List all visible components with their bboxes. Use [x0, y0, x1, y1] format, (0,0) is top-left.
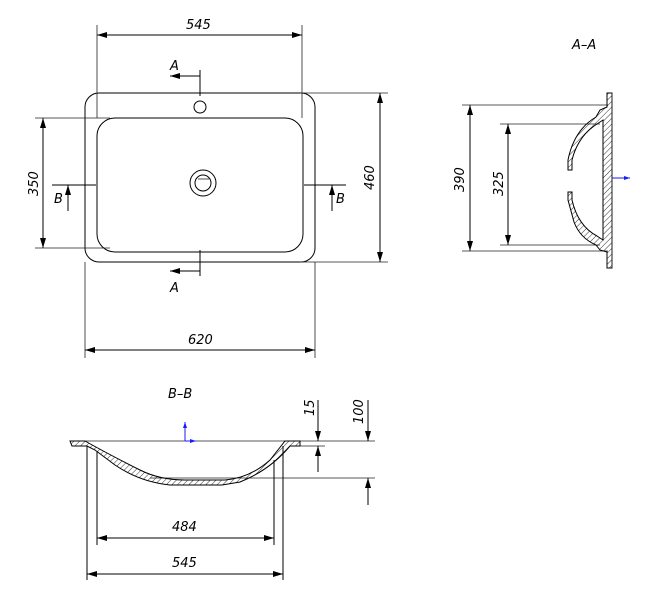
- dim-100: 100: [352, 399, 367, 424]
- dim-15: 15: [303, 399, 318, 416]
- top-view: 545 620 460 350 A A B B: [27, 18, 388, 358]
- dim-460: 460: [363, 165, 378, 190]
- dim-545-bottom: 545: [172, 556, 197, 571]
- dim-390: 390: [453, 167, 468, 192]
- section-b-right-label: B: [336, 192, 345, 207]
- section-a-top-label: A: [169, 59, 179, 74]
- tap-hole: [193, 100, 207, 114]
- section-bb: B–B 484 545 15 100: [69, 387, 375, 580]
- section-b-left-label: B: [54, 192, 63, 207]
- dim-325: 325: [492, 171, 507, 196]
- section-bb-profile: [69, 440, 301, 486]
- section-a-bottom-label: A: [169, 281, 179, 296]
- section-bb-title: B–B: [168, 387, 192, 402]
- section-aa-title: A–A: [571, 38, 596, 53]
- dim-620: 620: [188, 333, 213, 348]
- drain-inner: [194, 174, 212, 192]
- section-aa-profile: [567, 92, 613, 269]
- dim-545-top: 545: [186, 18, 211, 33]
- drain-outer: [189, 169, 217, 197]
- section-aa: A–A 390 325: [453, 38, 630, 269]
- dim-350: 350: [27, 171, 42, 196]
- dim-484: 484: [172, 520, 197, 535]
- basin-outline: [96, 117, 304, 253]
